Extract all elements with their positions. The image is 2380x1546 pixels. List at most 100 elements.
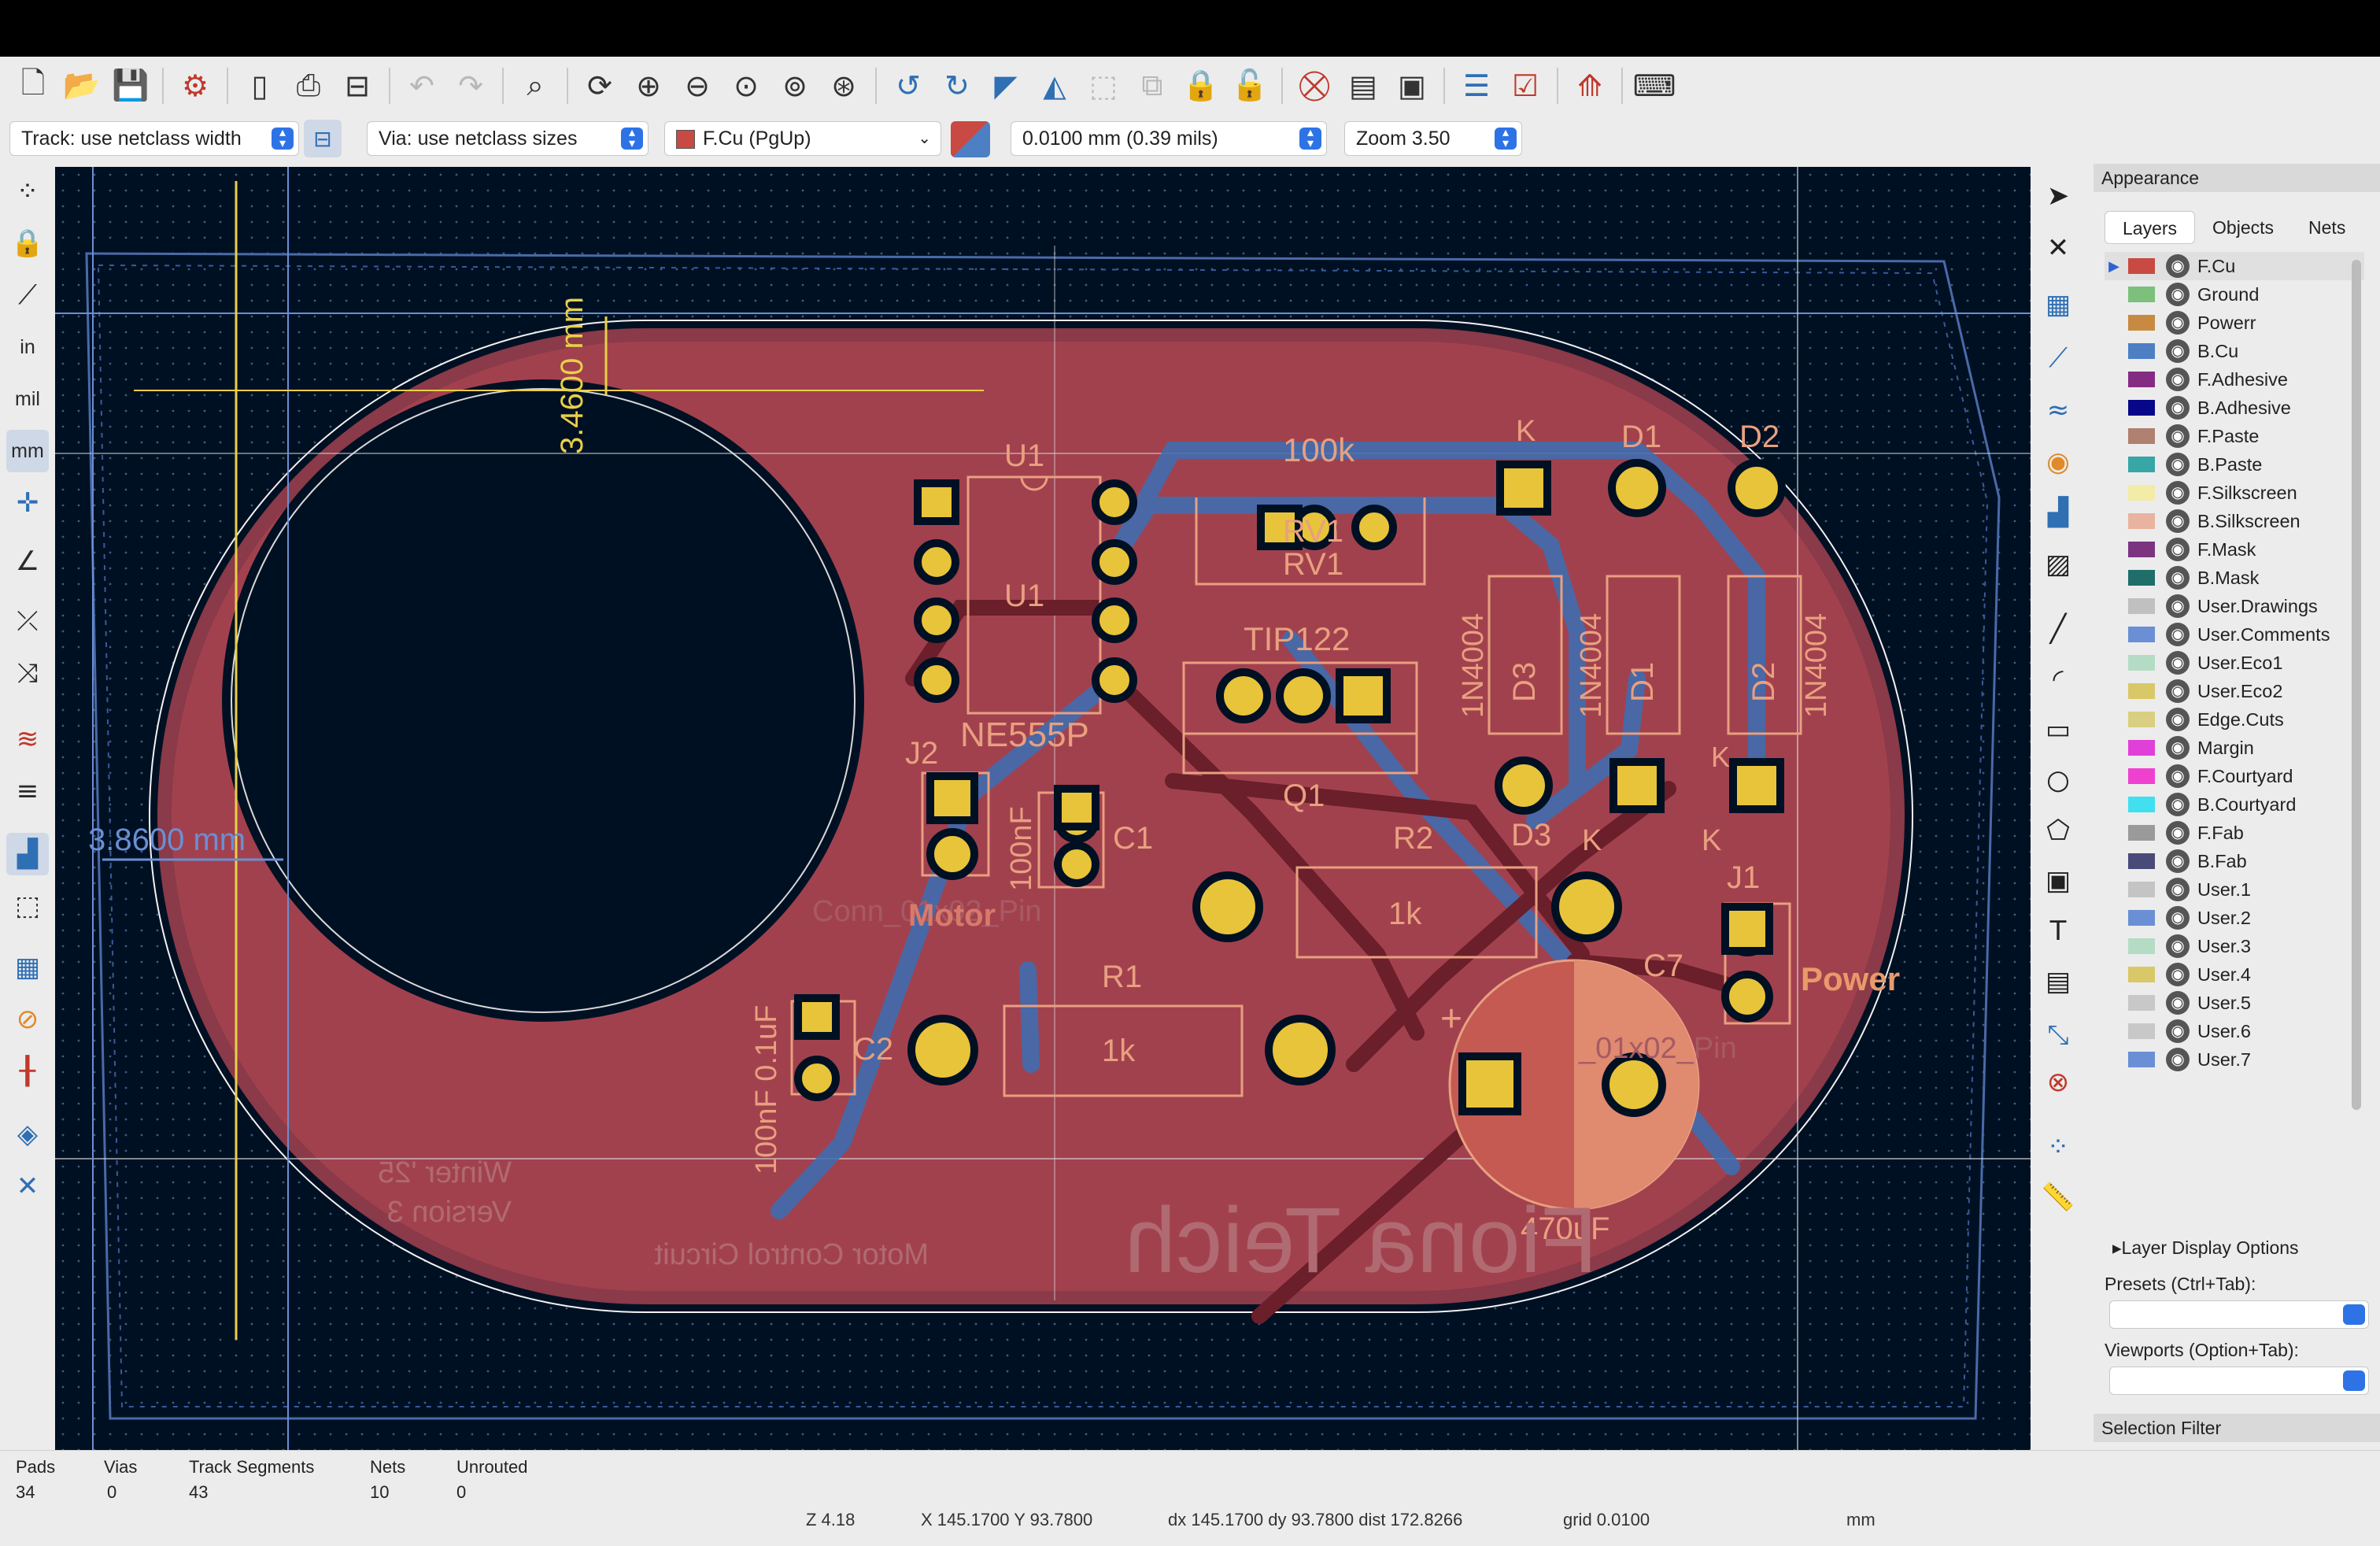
layer-color-swatch[interactable] (2128, 740, 2155, 756)
eye-icon[interactable]: ◉ (2166, 311, 2190, 335)
layer-color-swatch[interactable] (2128, 627, 2155, 642)
refresh-icon[interactable]: ⟳ (587, 69, 612, 103)
layer-color-swatch[interactable] (2128, 995, 2155, 1011)
layer-color-swatch[interactable] (2128, 315, 2155, 331)
eye-icon[interactable]: ◉ (2166, 963, 2190, 986)
save-icon[interactable]: 💾 (112, 69, 150, 102)
layer-color-swatch[interactable] (2128, 400, 2155, 416)
ratsnest-icon[interactable]: ⟋ (18, 279, 37, 311)
track-display-icon[interactable]: ╂ (19, 1056, 36, 1087)
zone-outline-icon[interactable]: ⬚ (14, 890, 41, 922)
mirror-icon[interactable]: ◭ (1043, 69, 1066, 103)
tab-objects[interactable]: Objects (2212, 217, 2275, 238)
layer-color-swatch[interactable] (2128, 485, 2155, 501)
terminal-icon[interactable]: ⌨ (1632, 69, 1676, 103)
ungroup-icon[interactable]: ⧉ (1141, 68, 1163, 102)
redo-icon[interactable]: ↷ (458, 69, 483, 103)
layer-row[interactable]: ◉Margin (2105, 734, 2364, 762)
layer-color-swatch[interactable] (2128, 343, 2155, 359)
plot-icon[interactable]: ⊟ (345, 69, 370, 103)
layer-color-swatch[interactable] (2128, 655, 2155, 671)
eye-icon[interactable]: ◉ (2166, 396, 2190, 420)
layer-row[interactable]: ◉F.Courtyard (2105, 762, 2364, 790)
layer-row[interactable]: ◉B.Silkscreen (2105, 507, 2364, 535)
layer-row[interactable]: ◉F.Paste (2105, 422, 2364, 450)
layer-color-swatch[interactable] (2128, 825, 2155, 841)
layer-color-swatch[interactable] (2128, 570, 2155, 586)
unit-mils-button[interactable]: mil (6, 378, 49, 420)
layer-row[interactable]: ◉B.Mask (2105, 564, 2364, 592)
page-settings-icon[interactable]: ▯ (251, 69, 268, 103)
properties-icon[interactable]: ✕ (16, 1171, 39, 1202)
scripting-icon[interactable]: ⟰ (1577, 69, 1602, 103)
eye-icon[interactable]: ◉ (2166, 991, 2190, 1015)
add-textbox-icon[interactable]: ▤ (2045, 966, 2071, 997)
layer-color-swatch[interactable] (2128, 797, 2155, 812)
measure-icon[interactable]: 📏 (2041, 1182, 2075, 1213)
zoom-objects-icon[interactable]: ⊚ (782, 69, 808, 103)
draw-rectangle-icon[interactable]: ▭ (2045, 714, 2071, 745)
presets-dropdown[interactable] (2109, 1300, 2369, 1329)
eye-icon[interactable]: ◉ (2166, 1019, 2190, 1043)
layer-row[interactable]: ◉Edge.Cuts (2105, 705, 2364, 734)
unlock-icon[interactable]: 🔓 (1231, 69, 1269, 102)
layer-color-swatch[interactable] (2128, 712, 2155, 727)
layer-color-swatch[interactable] (2128, 910, 2155, 926)
lock-icon[interactable]: 🔒 (1182, 69, 1220, 102)
add-text-icon[interactable]: T (2049, 915, 2067, 947)
open-icon[interactable]: 📂 (63, 69, 101, 102)
layer-color-swatch[interactable] (2128, 938, 2155, 954)
layer-color-swatch[interactable] (2128, 683, 2155, 699)
eye-icon[interactable]: ◉ (2166, 538, 2190, 561)
zoom-fit-icon[interactable]: ⊙ (734, 69, 759, 103)
layer-color-swatch[interactable] (2128, 513, 2155, 529)
layer-color-swatch[interactable] (2128, 1023, 2155, 1039)
layer-row[interactable]: ◉User.5 (2105, 989, 2364, 1017)
add-dimension-icon[interactable]: ⤡ (2047, 1019, 2069, 1051)
polar-coords-icon[interactable]: ∠ (15, 546, 40, 577)
layer-color-swatch[interactable] (2128, 542, 2155, 557)
eye-icon[interactable]: ◉ (2166, 651, 2190, 675)
layer-color-swatch[interactable] (2128, 457, 2155, 472)
via-size-select[interactable]: Via: use netclass sizes ▴▾ (367, 121, 649, 156)
bom-icon[interactable]: ☑ (1511, 69, 1539, 103)
zoom-select[interactable]: Zoom 3.50 ▴▾ (1344, 121, 1522, 156)
layer-row[interactable]: ◉B.Adhesive (2105, 394, 2364, 422)
layer-row[interactable]: ◉User.Drawings (2105, 592, 2364, 620)
eye-icon[interactable]: ◉ (2166, 821, 2190, 845)
layer-row[interactable]: ◉F.Silkscreen (2105, 479, 2364, 507)
layer-row[interactable]: ◉F.Adhesive (2105, 365, 2364, 394)
tab-nets[interactable]: Nets (2308, 217, 2346, 238)
layer-pair-icon[interactable] (951, 121, 990, 157)
layer-row[interactable]: ◉F.Mask (2105, 535, 2364, 564)
layer-color-swatch[interactable] (2128, 768, 2155, 784)
auto-track-width-icon[interactable]: ⊟ (304, 120, 342, 157)
undo-icon[interactable]: ↶ (409, 69, 434, 103)
delete-tool-icon[interactable]: ⊗ (2046, 1067, 2070, 1098)
via-display-icon[interactable]: ⊘ (16, 1004, 39, 1035)
eye-icon[interactable]: ◉ (2166, 509, 2190, 533)
track-width-select[interactable]: Track: use netclass width ▴▾ (9, 121, 299, 156)
layer-row[interactable]: ◉User.Eco1 (2105, 649, 2364, 677)
layer-row[interactable]: ◉User.Eco2 (2105, 677, 2364, 705)
print-icon[interactable]: ⎙ (296, 68, 321, 102)
netlist-icon[interactable]: ☰ (1462, 69, 1491, 103)
unit-inches-button[interactable]: in (6, 326, 49, 368)
grid-select[interactable]: 0.0100 mm (0.39 mils) ▴▾ (1011, 121, 1327, 156)
new-board-icon[interactable]: 🗋 (20, 66, 46, 100)
eye-icon[interactable]: ◉ (2166, 368, 2190, 391)
eye-icon[interactable]: ◉ (2166, 764, 2190, 788)
find-icon[interactable]: ⌕ (527, 68, 544, 102)
layer-row[interactable]: ◉B.Paste (2105, 450, 2364, 479)
eye-icon[interactable]: ◉ (2166, 254, 2190, 278)
eye-icon[interactable]: ◉ (2166, 283, 2190, 306)
layer-color-swatch[interactable] (2128, 882, 2155, 897)
layer-color-swatch[interactable] (2128, 598, 2155, 614)
viewports-dropdown[interactable] (2109, 1367, 2369, 1395)
eye-icon[interactable]: ◉ (2166, 849, 2190, 873)
grid-origin-icon[interactable]: ⁘ (2046, 1131, 2070, 1163)
layers-manager-icon[interactable]: ◈ (17, 1119, 39, 1150)
eye-icon[interactable]: ◉ (2166, 878, 2190, 901)
grid-toggle-icon[interactable]: ⁘ (16, 176, 39, 207)
add-image-icon[interactable]: ▣ (2045, 865, 2071, 897)
